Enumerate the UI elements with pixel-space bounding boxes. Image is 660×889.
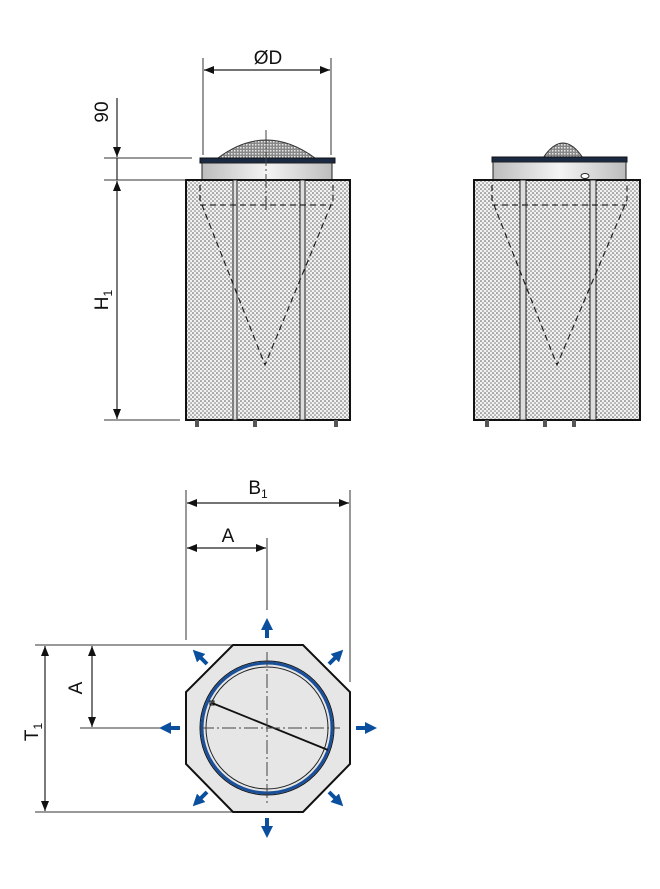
- top-view: [159, 618, 377, 838]
- width-label: B1: [248, 478, 268, 501]
- filter-body-front: [185, 179, 351, 421]
- dome-side: [542, 142, 584, 159]
- dome-front: [216, 139, 317, 159]
- depth-label: T1: [22, 723, 45, 742]
- lid-height-label: 90: [92, 101, 113, 122]
- dimension-depth: T1 A: [22, 644, 232, 813]
- height-label: H1: [92, 289, 115, 310]
- dimension-height: 90 H1: [92, 98, 192, 421]
- offset-horizontal-label: A: [222, 526, 235, 547]
- diameter-label: ØD: [254, 48, 283, 69]
- side-view: [473, 142, 641, 427]
- dimension-width: B1 A: [185, 478, 351, 682]
- lid-band-front: [201, 162, 333, 181]
- airflow-arrows: [159, 618, 377, 838]
- lid-rim-front: [199, 157, 336, 164]
- dimension-diameter: ØD: [202, 48, 332, 155]
- offset-vertical-label: A: [66, 681, 87, 694]
- front-view: [185, 130, 351, 427]
- filter-body-side: [473, 179, 641, 421]
